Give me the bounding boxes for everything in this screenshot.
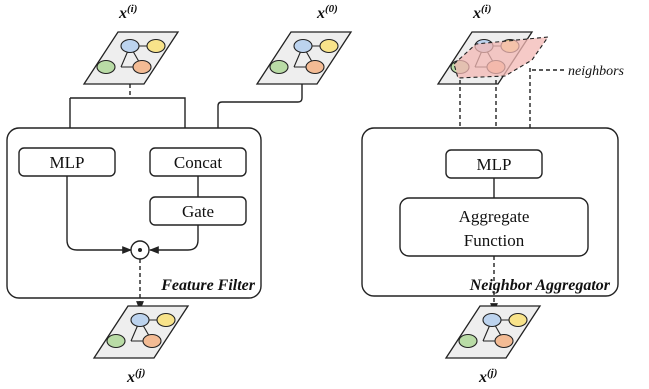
neighbor-highlight-region: [453, 36, 550, 79]
mlp-to-product-arrow: [66, 176, 132, 254]
input-graph-xi-right: [437, 31, 550, 85]
aggregate-label-line2: Function: [464, 231, 525, 250]
elementwise-product-dot: [138, 248, 142, 252]
initial-graph-x0: [256, 31, 352, 85]
gate-label: Gate: [182, 202, 214, 221]
output-graph-xj-right-label: x(j): [478, 367, 497, 386]
input-graph-xi-right-label: x(i): [472, 3, 491, 22]
neighbors-note: neighbors: [568, 64, 625, 79]
output-graph-xj-right: [445, 305, 541, 359]
initial-graph-x0-label: x(0): [316, 3, 338, 22]
gate-to-product-arrow: [149, 225, 199, 254]
output-graph-xj-left: [93, 305, 189, 359]
aggregate-label-line1: Aggregate: [459, 207, 530, 226]
input-graph-xi-left: [83, 31, 179, 85]
neighbor-aggregator-title: Neighbor Aggregator: [469, 277, 611, 294]
input-graph-xi-left-label: x(i): [118, 3, 137, 22]
mlp-label-left: MLP: [50, 153, 85, 172]
feature-filter-title: Feature Filter: [160, 277, 256, 294]
arrow-x0-to-concat: [214, 84, 303, 151]
mlp-label-right: MLP: [477, 155, 512, 174]
concat-label: Concat: [174, 153, 222, 172]
output-graph-xj-left-label: x(j): [126, 367, 145, 386]
